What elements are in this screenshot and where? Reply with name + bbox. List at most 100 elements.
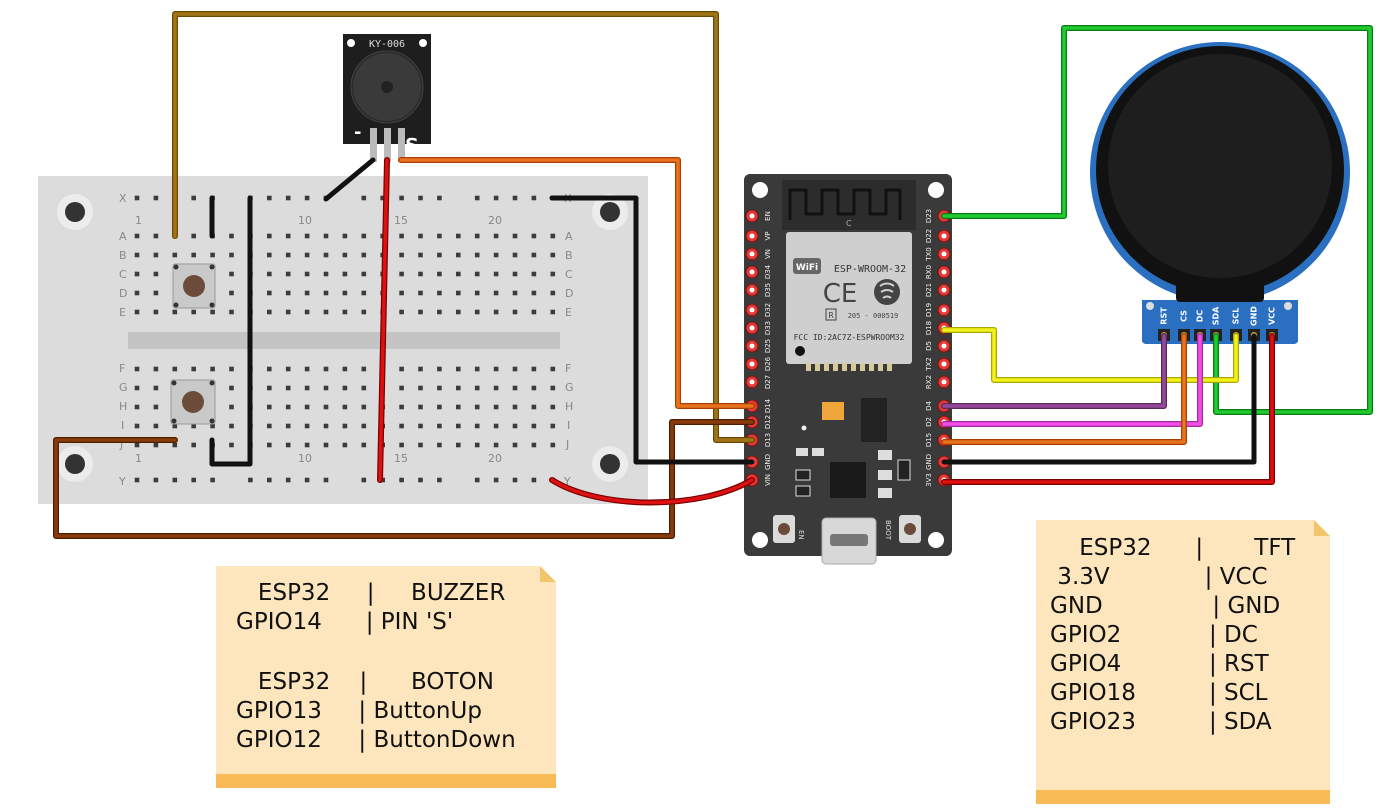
breadboard-hole [512, 309, 518, 315]
module-pad [815, 363, 820, 371]
esp32-right-pin-label: D5 [925, 341, 933, 351]
row-label-f: F [119, 362, 125, 375]
breadboard-hole [323, 366, 329, 372]
breadboard-hole [361, 252, 367, 258]
usb-uart-chip [830, 462, 866, 498]
breadboard-hole [361, 366, 367, 372]
module-pad [869, 363, 874, 371]
breadboard-hole [493, 290, 499, 296]
wires [53, 11, 1373, 539]
rail-hole [172, 477, 178, 483]
rail-hole [304, 477, 310, 483]
breadboard-hole [153, 385, 159, 391]
breadboard-hole [285, 309, 291, 315]
breadboard-hole [437, 385, 442, 391]
voltage-regulator [861, 398, 887, 442]
breadboard-hole [134, 252, 140, 258]
breadboard-hole [285, 366, 291, 372]
rail-hole [418, 195, 423, 201]
fcc-id-label: FCC ID:2AC7Z-ESPWROOM32 [794, 333, 905, 342]
note-buzzer-buttons: ESP32 | BUZZER GPIO14 | PIN 'S' ESP32 | … [216, 566, 556, 788]
breadboard-hole [134, 271, 140, 277]
breadboard-hole [418, 309, 423, 315]
r-mark: R [828, 311, 834, 320]
module-pad [842, 363, 847, 371]
note-left-line-6: GPIO12 | ButtonDown [236, 727, 516, 753]
breadboard-hole [399, 271, 404, 277]
breadboard-center-channel [128, 332, 560, 349]
breadboard-hole [399, 423, 404, 429]
breadboard-hole [399, 309, 404, 315]
pin-hole [749, 361, 755, 367]
row-label-c: C [119, 268, 127, 281]
breadboard-hole [153, 290, 159, 296]
breadboard-hole [229, 290, 234, 296]
rail-hole [267, 477, 272, 483]
esp32-right-pin-label: 3V3 [925, 473, 933, 487]
esp32-left-pin-label: VIN [764, 474, 772, 486]
note-bar [1036, 790, 1330, 804]
breadboard-hole [474, 385, 480, 391]
esp32-right-pin-label: RX2 [925, 375, 933, 389]
breadboard-hole [210, 423, 215, 429]
breadboard-hole [550, 385, 556, 391]
col-number-1: 1 [135, 214, 142, 227]
rail-hole [361, 195, 367, 201]
breadboard-hole [437, 366, 442, 372]
rail-hole [399, 195, 404, 201]
esp32-left-pin-label: D14 [764, 398, 772, 413]
breadboard-hole [437, 233, 442, 239]
breadboard-hole [229, 423, 234, 429]
rail-hole [153, 195, 159, 201]
module-pad [833, 363, 838, 371]
breadboard-hole [342, 404, 348, 410]
tft-pin-label: GND [1250, 306, 1259, 326]
breadboard-hole [229, 233, 234, 239]
pin-hole [749, 379, 755, 385]
row-label-d: D [119, 287, 127, 300]
note-right-line-2: 3.3V | VCC [1050, 564, 1268, 590]
row-label-e-right: E [565, 306, 572, 319]
col-number-10: 10 [298, 214, 312, 227]
pin-hole [749, 307, 755, 313]
pin-hole [941, 269, 947, 275]
capacitor [822, 402, 844, 420]
row-label-i: I [121, 419, 124, 432]
esp32-left-pin-label: VP [764, 231, 772, 240]
rail-hole [493, 477, 499, 483]
module-pad [860, 363, 865, 371]
note-right-line-3: GND | GND [1050, 593, 1281, 619]
breadboard-hole [172, 366, 178, 372]
button-down[interactable] [170, 379, 216, 425]
breadboard-hole [153, 252, 159, 258]
breadboard-hole [493, 423, 499, 429]
esp32-right-pin-label: D15 [925, 433, 933, 447]
tft-pin-label: RST [1160, 307, 1169, 325]
button-up[interactable] [172, 263, 216, 309]
rail-hole [210, 477, 215, 483]
breadboard-hole [474, 290, 480, 296]
breadboard-hole [456, 290, 461, 296]
breadboard-hole [456, 233, 461, 239]
rail-hole [380, 195, 385, 201]
breadboard-hole [172, 442, 178, 448]
buzzer-module: KY-006 - S [343, 34, 431, 162]
note-fold [540, 566, 556, 582]
esp32-left-pin-label: EN [764, 211, 772, 221]
breadboard: X X Y Y A B C D E A B C D E F G H I J F … [38, 176, 648, 504]
breadboard-hole [550, 423, 556, 429]
pin-hole [749, 269, 755, 275]
esp32-right-pin-label: D21 [925, 283, 933, 297]
row-label-c-right: C [565, 268, 573, 281]
rail-hole [437, 477, 442, 483]
breadboard-hole [267, 290, 272, 296]
rail-bottom-label-right: Y [563, 475, 571, 488]
breadboard-hole [474, 309, 480, 315]
breadboard-hole [361, 404, 367, 410]
pin-hole [941, 343, 947, 349]
esp32-right-pin-label: RX0 [925, 265, 933, 279]
note-right-line-4: GPIO2 | DC [1050, 622, 1258, 648]
pin-hole [941, 361, 947, 367]
en-button-label: EN [797, 530, 805, 540]
breadboard-hole [323, 233, 329, 239]
